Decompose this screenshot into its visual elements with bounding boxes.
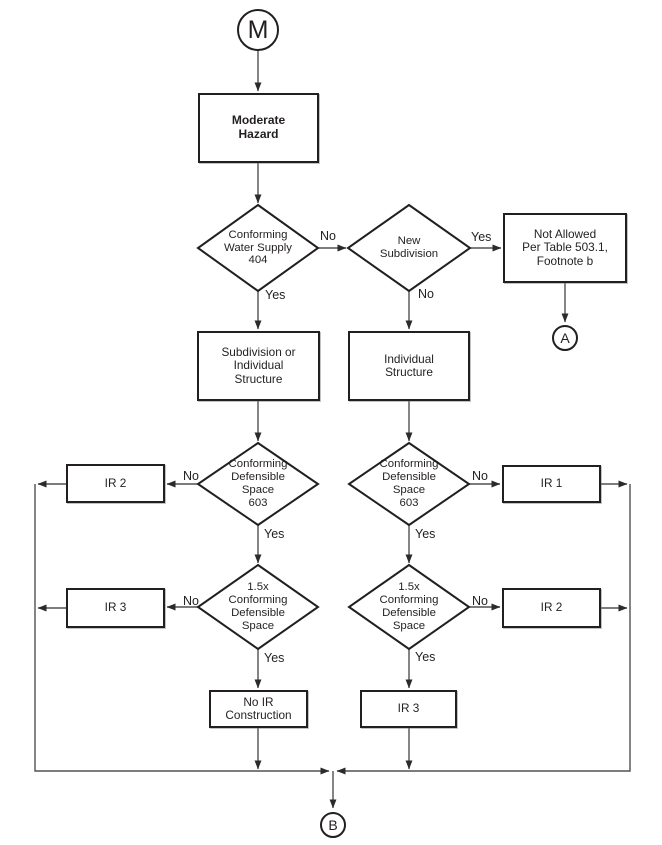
connector-m-label: M bbox=[247, 15, 269, 44]
edge-label-new-subdivision-yes: Yes bbox=[471, 230, 492, 244]
decision-conforming-defensible-left-shape bbox=[196, 441, 320, 527]
edge-label-defensible-right-no: No bbox=[472, 469, 488, 483]
node-individual-structure: Individual Structure bbox=[348, 331, 470, 401]
connector-m-circle: M bbox=[237, 9, 279, 51]
decision-conforming-water-supply-shape bbox=[196, 203, 320, 293]
edge-label-new-subdivision-no: No bbox=[418, 287, 434, 301]
edge-label-defensible-right-yes: Yes bbox=[415, 527, 436, 541]
node-ir2-left: IR 2 bbox=[66, 464, 165, 503]
flow-connectors bbox=[34, 51, 631, 809]
node-ir3-left: IR 3 bbox=[66, 588, 165, 628]
edge-label-15x-right-no: No bbox=[472, 594, 488, 608]
connector-b-circle: B bbox=[320, 812, 346, 838]
decision-15x-defensible-right-shape bbox=[347, 563, 471, 651]
node-ir2-right: IR 2 bbox=[502, 588, 601, 628]
edge-label-defensible-left-yes: Yes bbox=[264, 527, 285, 541]
connector-a-circle: A bbox=[552, 325, 578, 351]
edge-label-15x-left-no: No bbox=[183, 594, 199, 608]
edge-label-defensible-left-no: No bbox=[183, 469, 199, 483]
decision-15x-defensible-left-shape bbox=[196, 563, 320, 651]
decision-new-subdivision-shape bbox=[346, 203, 472, 293]
connector-a-label: A bbox=[560, 330, 570, 346]
edge-label-water-supply-no: No bbox=[320, 229, 336, 243]
decision-conforming-defensible-right-shape bbox=[347, 441, 471, 527]
node-no-ir-construction: No IR Construction bbox=[209, 690, 308, 728]
node-subdivision-or-individual: Subdivision or Individual Structure bbox=[197, 331, 320, 401]
edge-label-15x-right-yes: Yes bbox=[415, 650, 436, 664]
edge-label-water-supply-yes: Yes bbox=[265, 288, 286, 302]
node-moderate-hazard: Moderate Hazard bbox=[198, 93, 319, 163]
node-not-allowed: Not Allowed Per Table 503.1, Footnote b bbox=[503, 213, 627, 283]
connector-b-label: B bbox=[328, 817, 338, 833]
node-ir1-right: IR 1 bbox=[502, 465, 601, 503]
edge-label-15x-left-yes: Yes bbox=[264, 651, 285, 665]
node-ir3-right: IR 3 bbox=[360, 690, 457, 728]
